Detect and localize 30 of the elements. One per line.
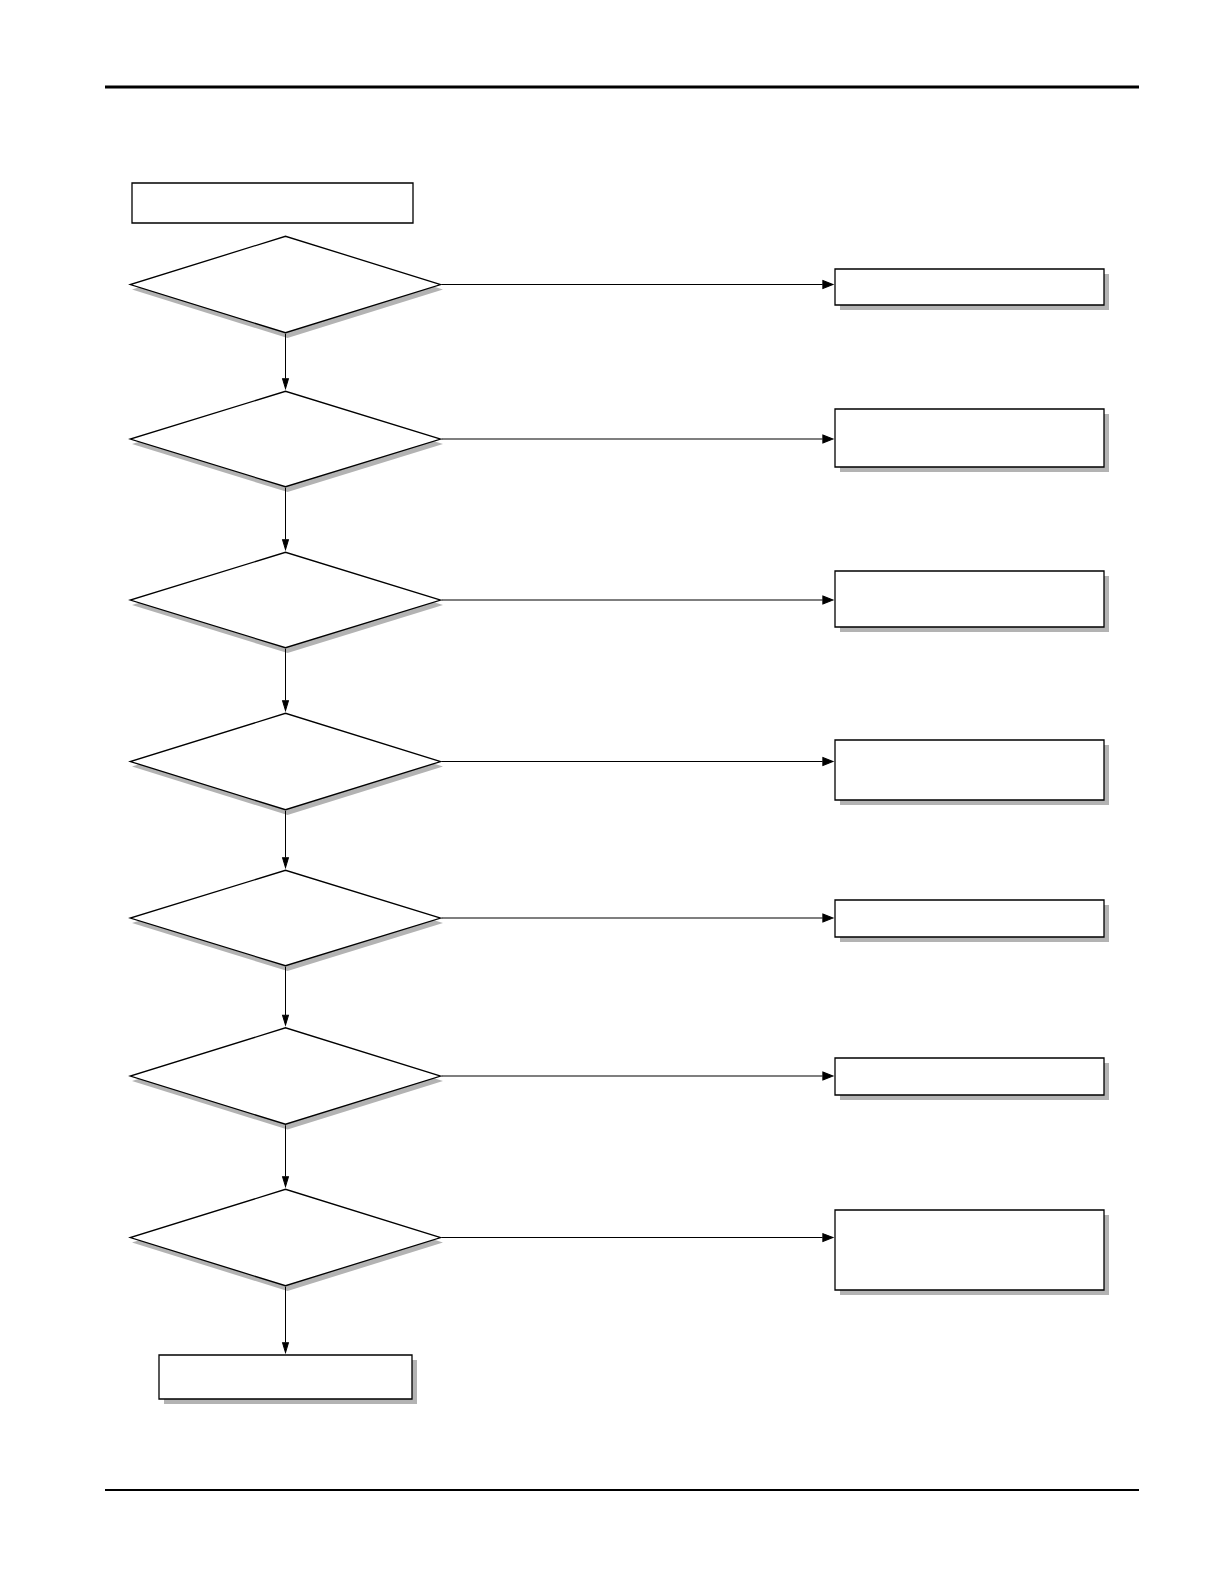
process-box [834,408,1109,472]
process-box [834,268,1109,310]
arrow [282,810,289,869]
process-box [834,1209,1109,1295]
decision-diamond [128,1027,443,1130]
arrow [282,966,289,1026]
arrow [282,487,289,551]
decision-diamond [128,235,443,338]
arrow [441,757,834,766]
decision-diamond [128,390,443,492]
process-box [834,739,1109,805]
process-box [158,1354,417,1404]
decision-diamond [128,1188,443,1291]
decision-diamond [128,869,443,971]
arrow [441,595,834,605]
arrow [441,434,834,444]
decision-diamond [128,712,443,815]
process-box [131,182,414,224]
arrow [441,280,834,289]
process-box [834,570,1109,632]
arrow [441,1071,834,1081]
decision-diamond [128,551,443,653]
arrow [282,1124,289,1188]
arrow [441,1233,834,1242]
arrow [441,913,834,923]
process-box [834,899,1109,942]
arrow [282,333,289,390]
arrow [282,1286,289,1354]
process-box [834,1057,1109,1100]
arrow [282,648,289,712]
